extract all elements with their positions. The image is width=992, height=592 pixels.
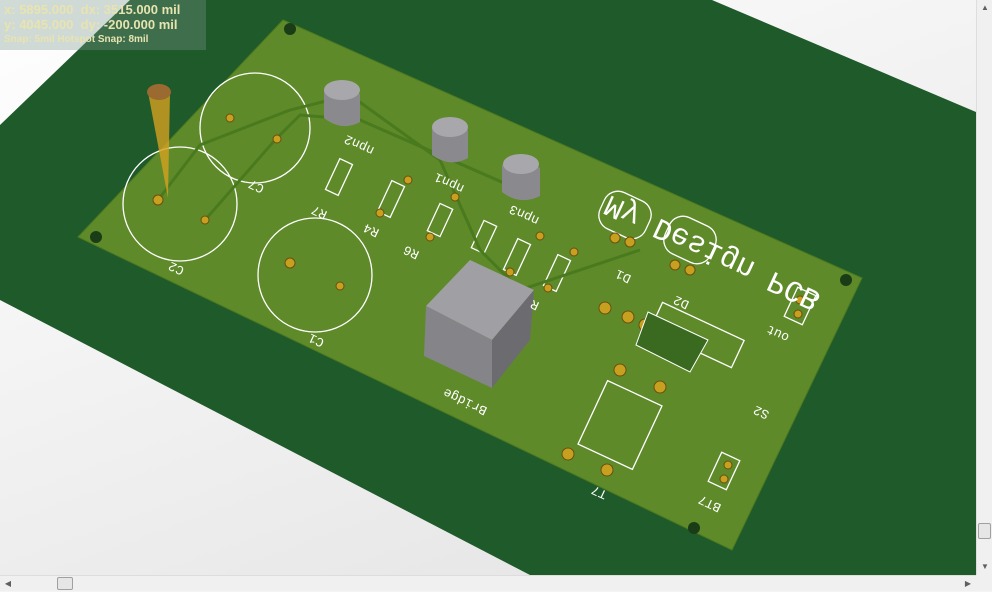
scrollbar-corner bbox=[976, 575, 992, 591]
transistor-npn1 bbox=[432, 117, 468, 163]
label-c2: C2 bbox=[166, 258, 186, 278]
coordinate-readout: x: 5895.000 dx: 3515.000 mil y: 4045.000… bbox=[0, 0, 206, 50]
pcb-3d-scene[interactable]: My Design PCB C2 C7 C1 R7 R4 R6 R npn2 n… bbox=[0, 0, 976, 575]
label-s2: S2 bbox=[751, 402, 771, 422]
switch-s2 bbox=[635, 311, 709, 373]
label-t7: T7 bbox=[589, 482, 609, 502]
scroll-up-icon[interactable]: ▲ bbox=[981, 3, 989, 12]
y-value: 4045.000 bbox=[19, 17, 74, 32]
label-r7: R7 bbox=[309, 202, 329, 222]
label-c1: C1 bbox=[306, 330, 327, 350]
vertical-scroll-thumb[interactable] bbox=[978, 523, 991, 539]
pcb-3d-viewport[interactable]: My Design PCB C2 C7 C1 R7 R4 R6 R npn2 n… bbox=[0, 0, 976, 575]
scroll-right-icon[interactable]: ▶ bbox=[964, 579, 972, 588]
label-r4: R4 bbox=[361, 220, 382, 240]
dy-value: -200.000 mil bbox=[103, 17, 178, 32]
transistor-npn3 bbox=[502, 154, 540, 201]
label-d1: D1 bbox=[613, 266, 634, 286]
mounting-holes bbox=[90, 23, 852, 534]
x-label: x: bbox=[4, 2, 16, 17]
scroll-left-icon[interactable]: ◀ bbox=[4, 579, 12, 588]
bridge-rectifier bbox=[424, 260, 534, 388]
dx-label: dx: bbox=[80, 2, 101, 17]
probe-cursor-top bbox=[147, 84, 171, 100]
label-r6: R6 bbox=[401, 242, 421, 262]
horizontal-scrollbar[interactable]: ◀ ▶ bbox=[0, 575, 976, 591]
transistor-npn2 bbox=[324, 80, 360, 127]
dx-value: 3515.000 mil bbox=[103, 2, 181, 17]
label-c7: C7 bbox=[246, 176, 266, 196]
snap-info: Snap: 5mil Hotspot Snap: 8mil bbox=[4, 34, 149, 45]
dy-label: dy: bbox=[80, 17, 101, 32]
scroll-down-icon[interactable]: ▼ bbox=[981, 562, 989, 571]
probe-cursor bbox=[148, 92, 170, 198]
horizontal-scroll-thumb[interactable] bbox=[57, 577, 73, 590]
label-d2: D2 bbox=[671, 292, 691, 312]
x-value: 5895.000 bbox=[19, 2, 74, 17]
vertical-scrollbar[interactable]: ▲ ▼ bbox=[976, 0, 992, 575]
y-label: y: bbox=[4, 17, 16, 32]
